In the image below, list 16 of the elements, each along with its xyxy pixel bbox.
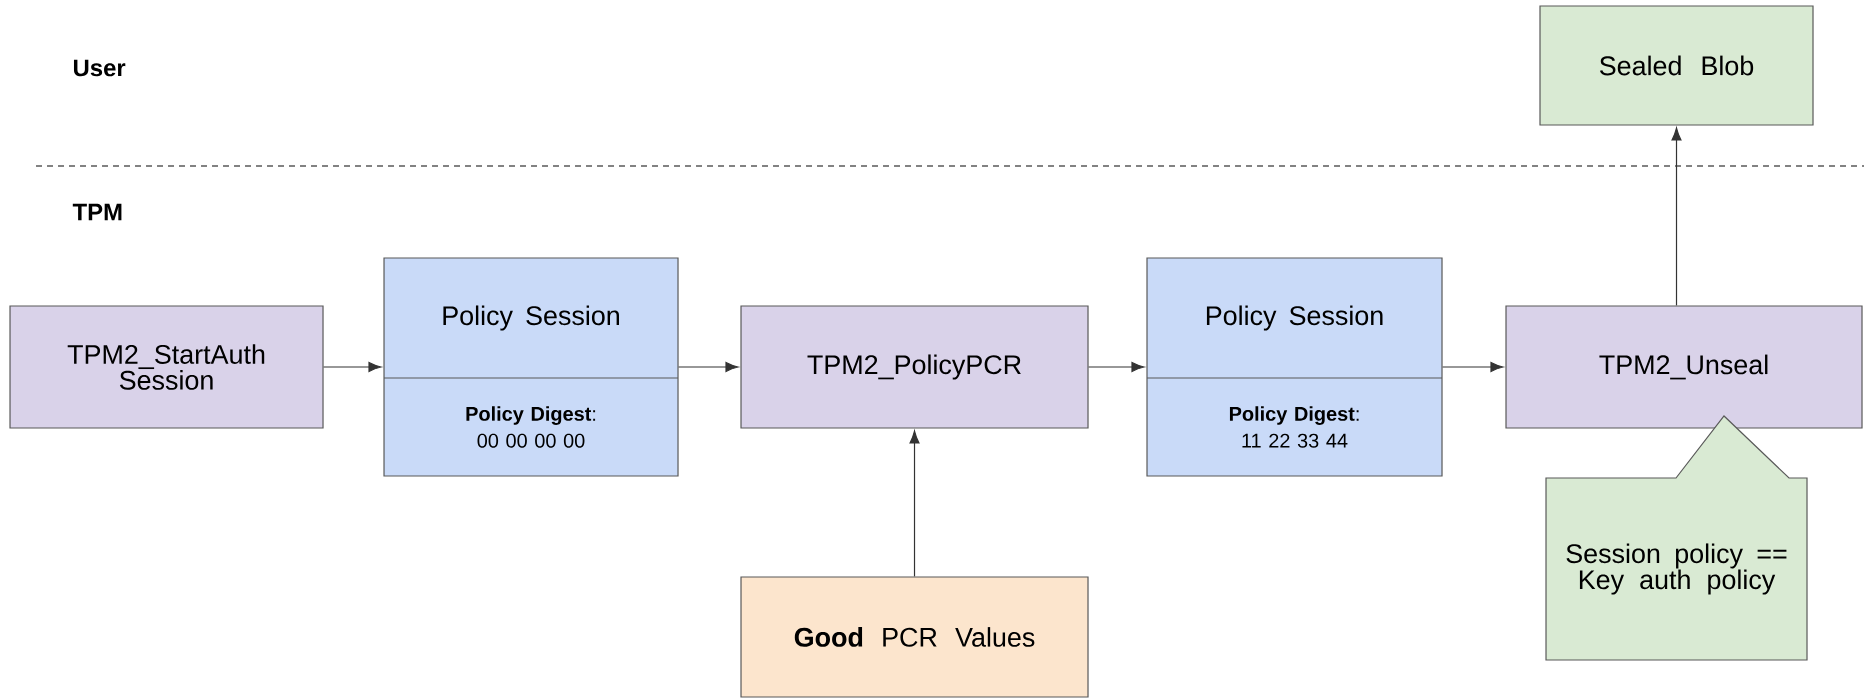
section-label: TPM <box>72 203 122 221</box>
session-box: Policy Session Policy Digest: 11 22 33 44 <box>1146 257 1443 477</box>
input-box: Good PCR Values <box>740 576 1089 698</box>
process-box: TPM2_StartAuth Session <box>9 305 324 429</box>
process-box: TPM2_Unseal <box>1505 305 1863 429</box>
arrow <box>323 361 382 373</box>
section-label: User <box>73 59 126 77</box>
arrow <box>1671 127 1682 306</box>
arrow <box>1088 361 1145 373</box>
arrow <box>1442 361 1504 373</box>
arrow <box>909 430 920 577</box>
session-box: Policy Session Policy Digest: 00 00 00 00 <box>383 257 679 477</box>
output-box: Sealed Blob <box>1539 5 1814 126</box>
process-box: TPM2_PolicyPCR <box>740 305 1089 429</box>
callout-bubble: Session policy == Key auth policy <box>1545 415 1808 661</box>
arrow <box>678 361 739 373</box>
